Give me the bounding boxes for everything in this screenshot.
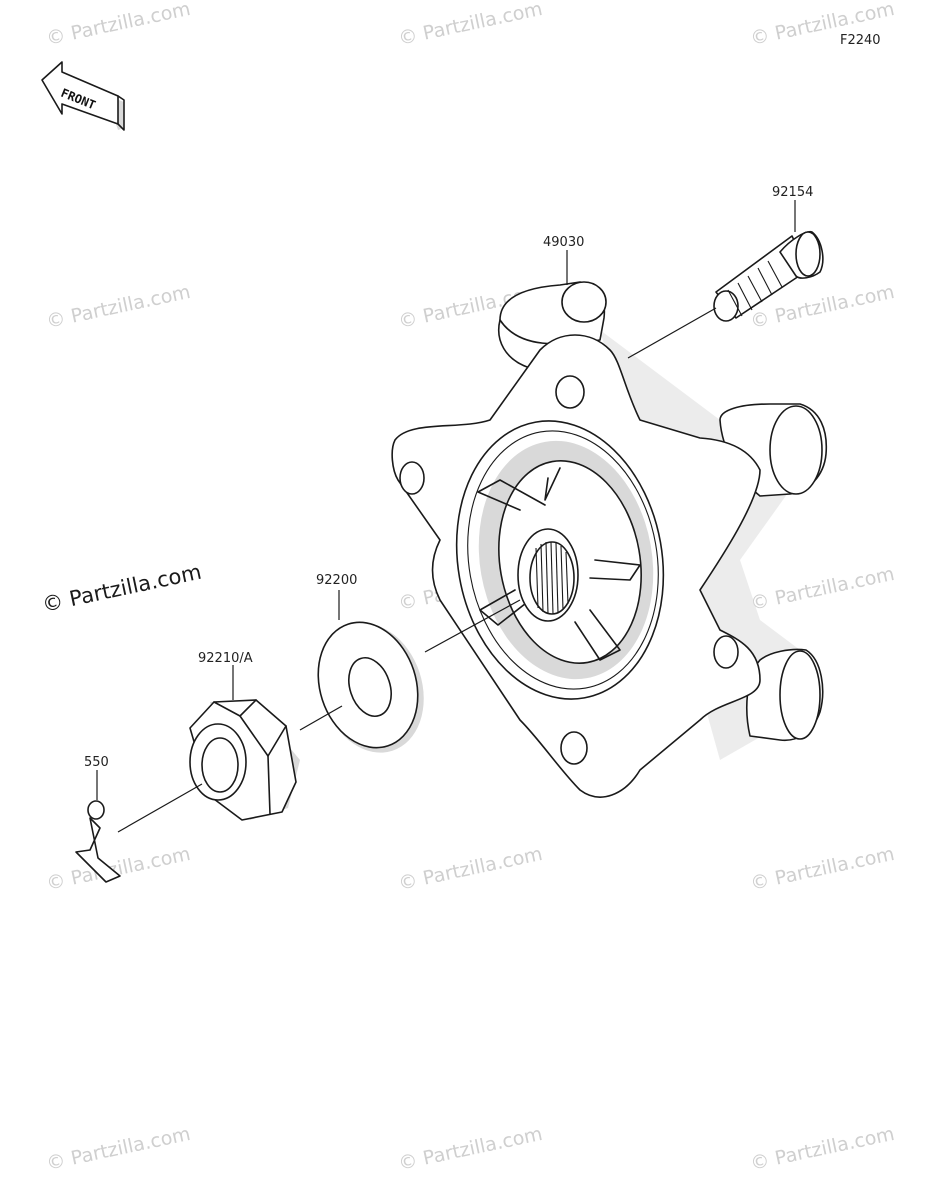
part-number-nut: 92210/A — [198, 651, 253, 666]
cotter-pin — [75, 800, 121, 883]
spline-teeth — [535, 541, 569, 615]
front-arrow-icon: FRONT — [41, 61, 125, 131]
copyright-logo: © Partzilla.com — [40, 560, 204, 617]
watermark: © Partzilla.com — [396, 0, 544, 50]
watermark: © Partzilla.com — [44, 843, 192, 895]
watermark: © Partzilla.com — [748, 563, 896, 615]
part-number-cotter-pin: 550 — [84, 755, 109, 770]
watermark: © Partzilla.com — [44, 1123, 192, 1175]
figure-code: F2240 — [840, 33, 881, 48]
watermark: © Partzilla.com — [396, 1123, 544, 1175]
part-number-stud: 92154 — [772, 185, 813, 200]
castle-nut — [189, 699, 300, 821]
leader-lines — [96, 200, 796, 833]
watermark: © Partzilla.com — [748, 843, 896, 895]
part-number-washer: 92200 — [316, 573, 357, 588]
hub-stud — [713, 230, 824, 322]
wheel-hub — [391, 281, 828, 798]
part-number-hub: 49030 — [543, 235, 584, 250]
washer — [317, 621, 424, 753]
watermark: © Partzilla.com — [44, 0, 192, 50]
watermark: © Partzilla.com — [748, 1123, 896, 1175]
watermark: © Partzilla.com — [44, 281, 192, 333]
watermark: © Partzilla.com — [396, 843, 544, 895]
